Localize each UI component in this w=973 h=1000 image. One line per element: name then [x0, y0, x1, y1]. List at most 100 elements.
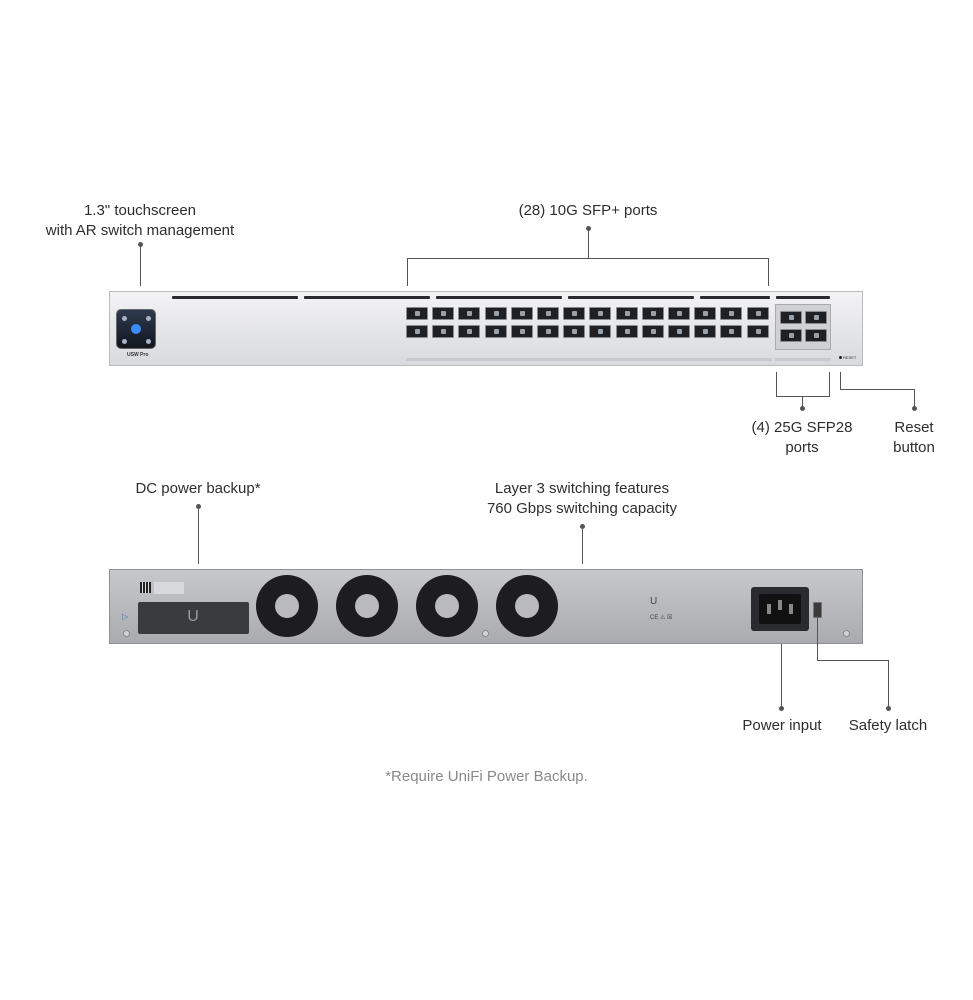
switch-front-panel: USW Pro RESET	[109, 291, 863, 366]
fan	[416, 575, 478, 637]
rear-label-sticker	[154, 582, 184, 594]
sfp28-port[interactable]	[780, 329, 802, 342]
ubiquiti-logo-icon: U	[650, 596, 658, 607]
sfp-plus-port[interactable]	[432, 325, 455, 338]
latch-callout-drop	[888, 660, 889, 706]
sfp28-port[interactable]	[780, 311, 802, 324]
sfp-plus-port[interactable]	[615, 325, 638, 338]
sfp-plus-port[interactable]	[510, 307, 533, 320]
front-vent-slot	[776, 296, 830, 299]
screw	[123, 630, 130, 637]
sfp-plus-port[interactable]	[510, 325, 533, 338]
front-vent-slot	[172, 296, 298, 299]
dc-power-label: DC power backup*	[135, 480, 261, 497]
sfp-plus-port[interactable]	[694, 325, 717, 338]
sfp28-label-line2: ports	[785, 439, 819, 456]
sfp-plus-port[interactable]	[641, 325, 664, 338]
layer3-label-line2: 760 Gbps switching capacity	[486, 500, 678, 517]
sfp28-callout-dot	[800, 406, 805, 411]
sfp28-port-group	[775, 304, 831, 350]
sfp-plus-port[interactable]	[537, 307, 559, 320]
sfp-plus-bracket-left	[407, 258, 408, 286]
dc-power-port[interactable]: U	[138, 602, 249, 634]
arrow-icon: ▷	[122, 612, 129, 621]
sfp-plus-port[interactable]	[668, 325, 690, 338]
sfp-plus-port[interactable]	[615, 307, 638, 320]
touchscreen-label-line2: with AR switch management	[45, 222, 235, 239]
touchscreen[interactable]	[116, 309, 156, 349]
layer3-label: Layer 3 switching features 760 Gbps swit…	[452, 479, 712, 519]
screw	[843, 630, 850, 637]
reset-callout-down	[840, 372, 841, 389]
reset-callout-across	[840, 389, 915, 390]
sfp-plus-port[interactable]	[406, 325, 428, 338]
sfp-plus-port[interactable]	[746, 307, 769, 320]
sfp28-port[interactable]	[805, 311, 827, 324]
switch-rear-panel: U ▷ U CE ⚠ ☒	[109, 569, 863, 644]
sfp-plus-port[interactable]	[406, 307, 428, 320]
port-led-bar	[406, 358, 772, 361]
sfp-plus-callout-stem	[588, 228, 589, 259]
sfp-plus-bracket-right	[768, 258, 769, 286]
sfp-plus-label: (28) 10G SFP+ ports	[518, 202, 658, 219]
sfp28-bracket-left	[776, 372, 777, 396]
sfp-plus-port[interactable]	[694, 307, 717, 320]
reset-callout-drop	[914, 389, 915, 407]
sfp-plus-port[interactable]	[484, 325, 507, 338]
certification-marks: CE ⚠ ☒	[650, 615, 673, 621]
power-input-callout-line	[781, 644, 782, 706]
reset-label-line1: Reset	[894, 419, 934, 436]
sfp-plus-port[interactable]	[458, 307, 481, 320]
sfp28-port[interactable]	[805, 329, 827, 342]
sfp28-callout-stem	[802, 396, 803, 408]
fan	[256, 575, 318, 637]
sfp-plus-port[interactable]	[746, 325, 769, 338]
safety-latch-label: Safety latch	[848, 717, 928, 734]
screen-icon	[122, 339, 127, 344]
front-vent-slot	[304, 296, 430, 299]
dc-callout-line	[198, 506, 199, 564]
screen-icon	[122, 316, 127, 321]
sfp28-led-bar	[775, 358, 831, 361]
screen-center-icon	[131, 324, 141, 334]
touchscreen-callout-line	[140, 244, 141, 286]
reset-callout-dot	[912, 406, 917, 411]
sfp-plus-port[interactable]	[563, 325, 586, 338]
qr-code	[140, 582, 151, 593]
latch-callout-dot	[886, 706, 891, 711]
sfp-plus-port[interactable]	[720, 325, 743, 338]
power-input-callout-dot	[779, 706, 784, 711]
touchscreen-label: 1.3" touchscreen with AR switch manageme…	[20, 201, 260, 241]
sfp28-label-line1: (4) 25G SFP28	[751, 419, 853, 436]
reset-label: Reset button	[864, 418, 964, 458]
sfp-plus-port[interactable]	[432, 307, 455, 320]
power-input-label: Power input	[742, 717, 822, 734]
model-label: USW Pro	[127, 352, 149, 358]
sfp-plus-bracket-top	[407, 258, 769, 259]
front-vent-slot	[700, 296, 770, 299]
sfp-plus-port[interactable]	[641, 307, 664, 320]
sfp28-bracket-bottom	[776, 396, 830, 397]
sfp28-label: (4) 25G SFP28 ports	[722, 418, 882, 458]
sfp-plus-port[interactable]	[589, 325, 612, 338]
power-input-socket[interactable]	[751, 587, 809, 631]
fan	[496, 575, 558, 637]
sfp-plus-port[interactable]	[589, 307, 612, 320]
reset-button[interactable]	[839, 356, 842, 359]
screen-icon	[146, 339, 151, 344]
sfp-plus-port[interactable]	[484, 307, 507, 320]
fan	[336, 575, 398, 637]
reset-silkscreen: RESET	[843, 355, 857, 360]
sfp-plus-port[interactable]	[458, 325, 481, 338]
screw	[482, 630, 489, 637]
sfp-plus-port[interactable]	[563, 307, 586, 320]
sfp-plus-port[interactable]	[720, 307, 743, 320]
layer3-label-line1: Layer 3 switching features	[494, 480, 670, 497]
latch-callout-across	[817, 660, 889, 661]
latch-callout-down	[817, 616, 818, 660]
touchscreen-label-line1: 1.3" touchscreen	[83, 202, 197, 219]
screen-icon	[146, 316, 151, 321]
sfp-plus-port[interactable]	[537, 325, 559, 338]
sfp28-bracket-right	[829, 372, 830, 396]
sfp-plus-port[interactable]	[668, 307, 690, 320]
